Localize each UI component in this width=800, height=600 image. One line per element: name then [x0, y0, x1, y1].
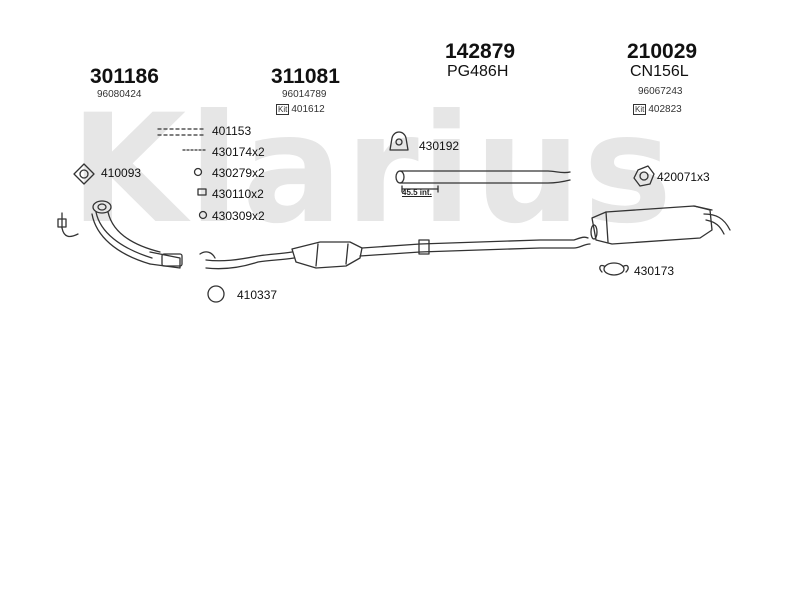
oe-number-catalyst: 96014789: [282, 89, 327, 100]
kit-number-rear-box: 402823: [648, 104, 682, 115]
kit-badge: Kit: [276, 104, 290, 115]
catalyst-pipe-drawing: [199, 236, 591, 270]
fitting-label-410337: 410337: [237, 288, 278, 302]
klarius-watermark-logo: Klarius: [70, 83, 675, 257]
hanger-430192-drawing: [389, 131, 409, 151]
part-number-rear-box: 210029: [627, 40, 698, 63]
dimension-note: 45.5 int.: [402, 188, 432, 197]
gasket-410093-drawing: [73, 163, 95, 185]
fitting-label-430174: 430174x2: [212, 145, 265, 159]
clamp-430173-drawing: [599, 262, 629, 276]
fitting-label-410093: 410093: [101, 166, 142, 180]
kit-number-catalyst: 401612: [291, 104, 325, 115]
part-number-front-pipe: 301186: [90, 65, 159, 88]
fittings-column-drawing: [157, 128, 208, 220]
fitting-label-430173: 430173: [634, 264, 675, 278]
oe-number-rear-box-2: 96067243: [638, 86, 683, 97]
kit-badge: Kit: [633, 104, 647, 115]
fitting-label-430192: 430192: [419, 139, 460, 153]
center-pipe-drawing: [395, 170, 571, 193]
front-pipe-drawing: [91, 200, 183, 269]
fitting-label-430110: 430110x2: [212, 187, 264, 201]
oe-number-rear-box: CN156L: [630, 63, 689, 80]
oe-number-center-pipe: PG486H: [447, 63, 509, 80]
fitting-label-430309: 430309x2: [212, 209, 265, 223]
part-number-catalyst: 311081: [271, 65, 340, 88]
fitting-label-420071: 420071x3: [657, 170, 710, 184]
mount-420071-drawing: [633, 165, 655, 187]
fitting-label-430279: 430279x2: [212, 166, 265, 180]
kit-catalyst: Kit 401612: [276, 104, 325, 115]
lambda-sensor-drawing: [57, 212, 79, 238]
kit-rear-box: Kit 402823: [633, 104, 682, 115]
oe-number-front-pipe: 96080424: [97, 89, 142, 100]
ring-410337-drawing: [207, 285, 225, 303]
part-number-center-pipe: 142879: [445, 40, 516, 63]
rear-box-drawing: [590, 205, 731, 245]
fitting-label-401153: 401153: [212, 124, 252, 138]
